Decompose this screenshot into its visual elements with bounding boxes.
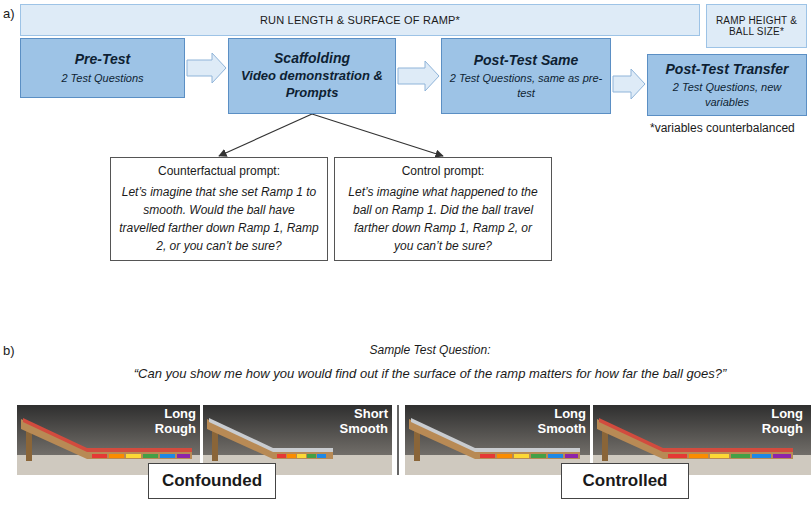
box-heading: Post-Test Transfer xyxy=(666,61,789,79)
panel-label: a) xyxy=(3,6,23,21)
box-heading: Post-Test Same xyxy=(474,52,579,70)
section-heading: Sample Test Question: xyxy=(230,343,630,357)
process-box: Pre-Test 2 Test Questions xyxy=(20,38,185,98)
block-arrow xyxy=(613,69,645,99)
box-body: Let’s imagine what happened to the ball … xyxy=(343,183,543,255)
block-arrow xyxy=(398,61,439,91)
footnote: *variables counterbalanced xyxy=(650,121,808,135)
photo-label: Long Rough xyxy=(140,407,196,437)
process-box: Post-Test Transfer2 Test Questions, new … xyxy=(647,54,807,116)
box-heading: Confounded xyxy=(162,471,262,491)
condition-label: Confounded xyxy=(148,463,276,499)
branch-line xyxy=(219,114,312,156)
box-body: 2 Test Questions, same as pre-test xyxy=(448,71,604,100)
condition-label: Controlled xyxy=(561,463,689,499)
panel-label: b) xyxy=(3,343,23,358)
box-heading: Counterfactual prompt: xyxy=(158,163,280,180)
branch-line xyxy=(312,114,443,156)
box-heading: RAMP HEIGHT & BALL SIZE* xyxy=(711,15,802,37)
process-box: Post-Test Same2 Test Questions, same as … xyxy=(441,38,611,114)
box-heading: RUN LENGTH & SURFACE OF RAMP* xyxy=(260,14,460,26)
test-question: “Can you show me how you would find out … xyxy=(110,364,750,384)
photo-label: Long Rough xyxy=(747,407,803,437)
photo-label: Short Smooth xyxy=(332,407,388,437)
box-body: 2 Test Questions, new variables xyxy=(654,80,800,109)
prompt-box: Counterfactual prompt: Let’s imagine that… xyxy=(110,157,328,261)
box-body: 2 Test Questions xyxy=(61,71,143,85)
box-heading: Scaffolding xyxy=(274,50,350,68)
photo-label: Long Smooth xyxy=(530,407,586,437)
block-arrow xyxy=(187,53,226,83)
variable-band: RUN LENGTH & SURFACE OF RAMP* xyxy=(20,4,700,36)
box-body: Video demonstration & Prompts xyxy=(235,68,389,102)
box-heading: Controlled xyxy=(583,471,668,491)
process-box: ScaffoldingVideo demonstration & Prompts xyxy=(228,38,396,114)
box-body: Let’s imagine that she set Ramp 1 to smo… xyxy=(119,183,319,255)
box-heading: Control prompt: xyxy=(402,163,485,180)
variable-band: RAMP HEIGHT & BALL SIZE* xyxy=(706,4,807,48)
prompt-box: Control prompt: Let’s imagine what happen… xyxy=(334,157,552,261)
divider-line xyxy=(397,405,399,475)
box-heading: Pre-Test xyxy=(75,51,131,69)
